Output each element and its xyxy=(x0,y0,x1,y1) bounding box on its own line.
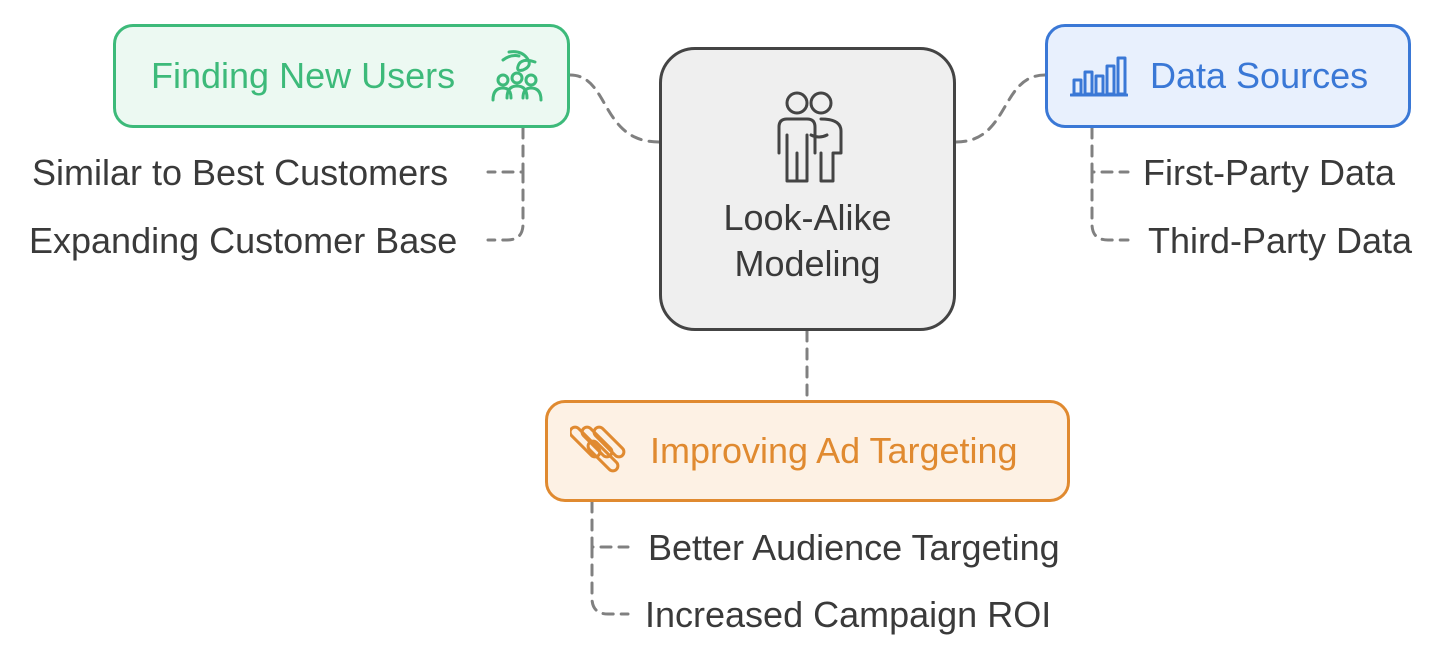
connector-center-users xyxy=(568,73,661,144)
users-item-similar: Similar to Best Customers xyxy=(32,152,449,193)
branch-improving-ad-targeting: Improving Ad Targeting xyxy=(545,400,1070,502)
center-node: Look-Alike Modeling xyxy=(659,47,956,331)
branch-finding-new-users: Finding New Users xyxy=(113,24,570,128)
data-item-third-party: Third-Party Data xyxy=(1148,220,1413,261)
diagonal-bars-icon xyxy=(570,425,626,473)
connector-data-item-2 xyxy=(1090,170,1130,242)
data-item-first-party: First-Party Data xyxy=(1143,152,1396,193)
ad-item-better-audience: Better Audience Targeting xyxy=(648,527,1060,568)
branch-label-users: Finding New Users xyxy=(151,55,456,96)
user-group-icon xyxy=(491,50,543,102)
branch-data-sources: Data Sources xyxy=(1045,24,1411,128)
connector-ad-item-2 xyxy=(590,545,630,616)
branch-label-ad: Improving Ad Targeting xyxy=(650,430,1018,471)
connector-users-item-1 xyxy=(486,126,525,174)
connector-center-data xyxy=(954,73,1047,144)
center-label: Look-Alike Modeling xyxy=(723,197,892,284)
ad-item-campaign-roi: Increased Campaign ROI xyxy=(645,594,1052,635)
branch-label-data: Data Sources xyxy=(1150,55,1369,96)
connector-ad-item-1 xyxy=(590,500,630,549)
users-item-expanding: Expanding Customer Base xyxy=(29,220,458,261)
bar-chart-icon xyxy=(1070,56,1128,97)
connector-data-item-1 xyxy=(1090,126,1130,174)
people-pair-icon xyxy=(777,91,842,183)
connector-users-item-2 xyxy=(486,170,525,242)
